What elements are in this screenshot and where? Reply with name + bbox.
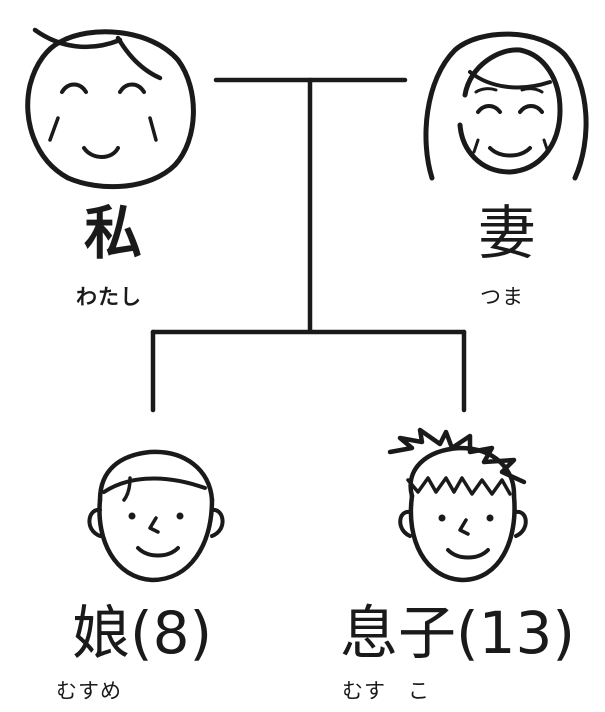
daughter-face-icon	[87, 449, 225, 583]
son-name-label: 息子(13)	[340, 599, 576, 667]
me-name-label: 私	[84, 199, 143, 267]
wife-reading-label: つま	[480, 285, 524, 309]
son-face-icon	[387, 427, 528, 583]
me-reading-label: わたし	[76, 285, 142, 309]
wife-face-icon	[423, 31, 589, 181]
family-connectors	[150, 77, 467, 413]
daughter-reading-label: むすめ	[56, 679, 122, 703]
me-face-icon	[25, 27, 196, 190]
son-reading-label: むす こ	[342, 679, 430, 703]
wife-name-label: 妻	[478, 199, 537, 267]
daughter-name-label: 娘(8)	[72, 599, 213, 667]
